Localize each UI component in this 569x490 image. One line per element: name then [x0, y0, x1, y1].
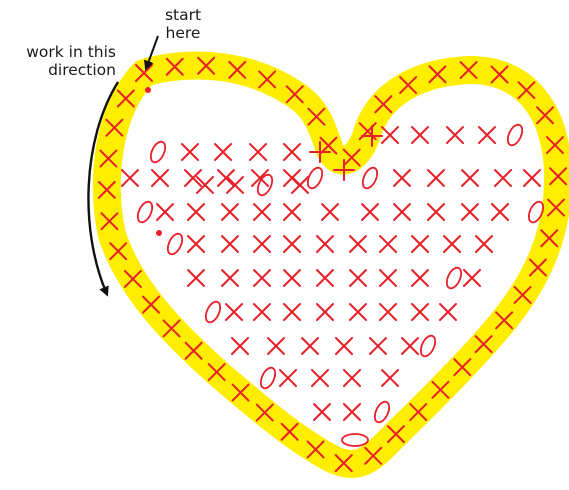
cross-stitch	[284, 236, 300, 252]
oval-chain-stitch	[342, 434, 368, 446]
cross-stitch	[157, 204, 173, 220]
cross-stitch	[188, 236, 204, 252]
cross-stitch	[317, 270, 333, 286]
oval-chain-stitch	[258, 365, 278, 390]
cross-stitch	[495, 170, 511, 186]
cross-stitch	[322, 204, 338, 220]
cross-stitch	[268, 338, 284, 354]
cross-stitch	[524, 170, 540, 186]
cross-stitch	[394, 204, 410, 220]
cross-stitch	[428, 204, 444, 220]
oval-chain-stitch	[135, 199, 155, 224]
cross-stitch	[412, 270, 428, 286]
heart-yellow-border	[107, 66, 558, 464]
work-direction-label: work in this direction	[6, 43, 116, 80]
oval-chain-stitch	[418, 333, 438, 358]
oval-chain-stitch	[305, 165, 325, 190]
cross-stitch	[380, 236, 396, 252]
cross-stitch	[344, 370, 360, 386]
cross-stitch	[476, 236, 492, 252]
cross-stitch	[284, 204, 300, 220]
cross-stitch	[462, 204, 478, 220]
cross-stitch	[232, 338, 248, 354]
start-dot	[156, 230, 162, 236]
cross-stitch	[226, 304, 242, 320]
start-label-line2: here	[149, 24, 217, 42]
oval-chain-stitch	[505, 122, 525, 147]
cross-stitch	[284, 144, 300, 160]
cross-stitch	[412, 304, 428, 320]
cross-stitch	[317, 236, 333, 252]
cross-stitch	[412, 127, 428, 143]
cross-stitch	[152, 170, 168, 186]
cross-stitch	[370, 338, 386, 354]
cross-stitch	[350, 236, 366, 252]
cross-stitch	[280, 370, 296, 386]
oval-chain-stitch	[148, 139, 168, 164]
cross-stitch	[215, 144, 231, 160]
direction-label-line1: work in this	[6, 43, 116, 61]
start-here-label: start here	[149, 6, 217, 43]
cross-stitch	[317, 304, 333, 320]
cross-stitch	[222, 236, 238, 252]
cross-stitch	[254, 270, 270, 286]
cross-stitch	[218, 170, 234, 186]
cross-stitch	[254, 304, 270, 320]
cross-stitch	[412, 236, 428, 252]
cross-stitch	[380, 304, 396, 320]
start-dot	[145, 87, 151, 93]
cross-stitch	[440, 304, 456, 320]
oval-chain-stitch	[360, 165, 380, 190]
cross-stitch	[382, 370, 398, 386]
cross-stitch	[447, 127, 463, 143]
cross-stitch	[462, 170, 478, 186]
cross-stitch	[402, 338, 418, 354]
cross-stitch	[350, 304, 366, 320]
cross-stitch	[350, 270, 366, 286]
cross-stitch	[362, 204, 378, 220]
direction-label-line2: direction	[6, 61, 116, 79]
cross-stitch	[312, 370, 328, 386]
cross-stitch	[344, 404, 360, 420]
cross-stitch	[394, 170, 410, 186]
cross-stitch	[336, 338, 352, 354]
cross-stitch	[254, 236, 270, 252]
cross-stitch	[380, 270, 396, 286]
cross-stitch	[314, 404, 330, 420]
cross-stitch	[284, 270, 300, 286]
cross-stitch	[464, 270, 480, 286]
cross-stitch	[188, 270, 204, 286]
cross-stitch	[222, 204, 238, 220]
cross-stitch	[284, 170, 300, 186]
cross-stitch	[227, 177, 243, 193]
cross-stitch	[222, 270, 238, 286]
cross-stitch	[382, 127, 398, 143]
cross-stitch	[492, 204, 508, 220]
cross-stitch	[250, 144, 266, 160]
cross-stitch	[302, 338, 318, 354]
oval-chain-stitch	[165, 231, 185, 256]
oval-chain-stitch	[203, 299, 223, 324]
cross-stitch	[254, 204, 270, 220]
oval-chain-stitch	[372, 399, 392, 424]
start-label-line1: start	[149, 6, 217, 24]
cross-stitch	[444, 236, 460, 252]
cross-stitch	[479, 127, 495, 143]
cross-stitch	[188, 204, 204, 220]
cross-stitch	[428, 170, 444, 186]
cross-stitch	[182, 144, 198, 160]
cross-stitch	[284, 304, 300, 320]
cross-stitch	[122, 170, 138, 186]
oval-chain-stitch	[444, 265, 464, 290]
